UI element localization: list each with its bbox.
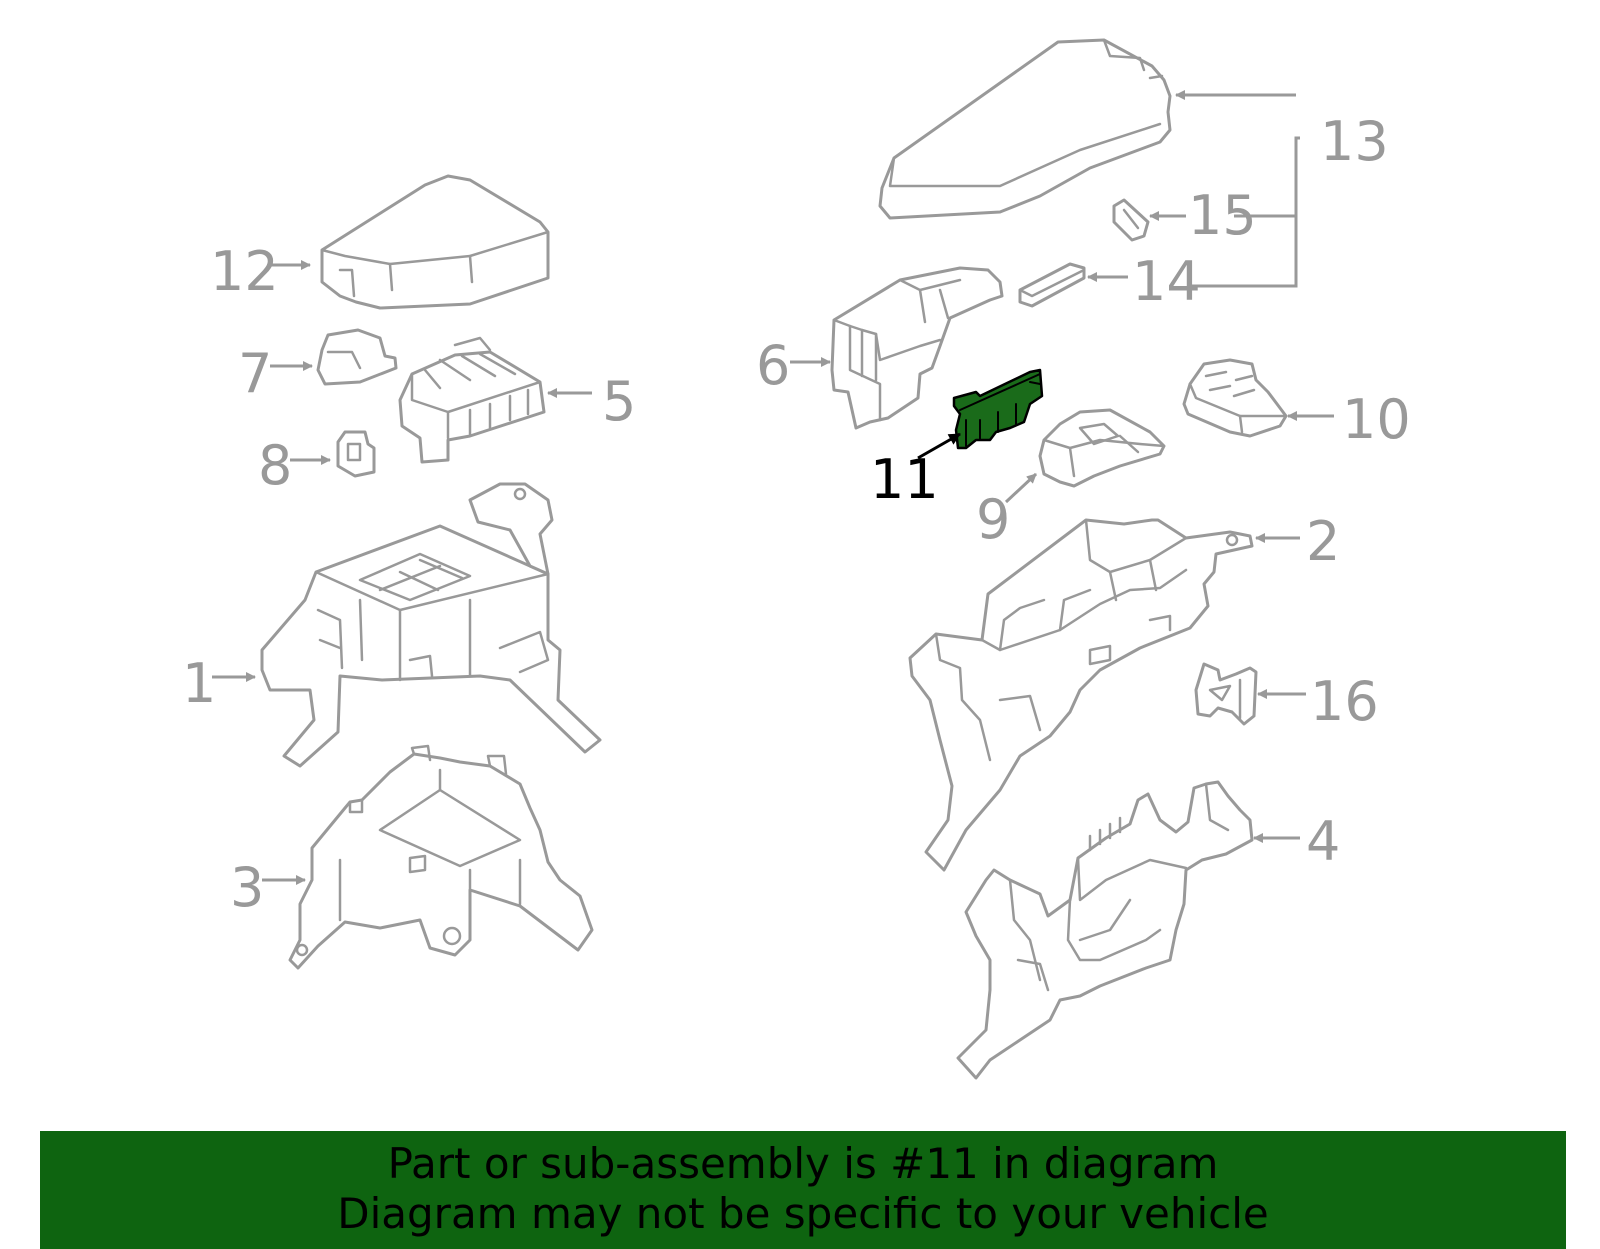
callout-9: 9 [976,472,1038,551]
callout-2-label: 2 [1306,510,1340,573]
callout-9-label: 9 [976,488,1010,551]
part-7-relay [316,328,398,386]
part-16-clip [1194,662,1258,726]
callout-8: 8 [258,434,331,497]
part-6-fusible-link [830,266,1004,430]
callout-15-label: 15 [1188,184,1257,247]
banner-line-1: Part or sub-assembly is #11 in diagram [387,1139,1219,1188]
callout-7: 7 [238,342,313,405]
callout-13: 13 [1175,90,1389,288]
callout-1-label: 1 [182,652,216,715]
callout-4: 4 [1253,810,1340,873]
part-5-relay-block [398,336,546,464]
banner-line-2: Diagram may not be specific to your vehi… [337,1189,1269,1238]
callout-5-label: 5 [602,370,636,433]
callout-6-label: 6 [756,334,790,397]
callout-12: 12 [210,240,311,303]
callout-14-label: 14 [1132,250,1201,313]
callout-2: 2 [1255,510,1340,573]
part-4-lower-bracket [956,780,1254,1080]
callout-4-label: 4 [1306,810,1340,873]
callout-5: 5 [547,370,636,433]
callout-10: 10 [1287,388,1411,451]
callout-10-label: 10 [1342,388,1411,451]
callout-6: 6 [756,334,831,397]
callout-11-label: 11 [870,448,939,511]
callout-8-label: 8 [258,434,292,497]
info-banner: Part or sub-assembly is #11 in diagram D… [40,1131,1566,1249]
callout-11: 11 [870,432,961,511]
part-11-highlighted [952,368,1044,450]
part-12-cover [320,174,550,310]
callout-7-label: 7 [238,342,272,405]
part-10-relay-block [1182,358,1288,438]
callout-1: 1 [182,652,256,715]
part-15-clip [1112,198,1150,242]
callout-12-label: 12 [210,240,279,303]
callout-13-label: 13 [1320,110,1389,173]
callout-14: 14 [1087,250,1201,313]
part-2-housing [908,518,1254,872]
part-14-fuse-strip [1018,262,1086,308]
part-3-lower-bracket [288,744,594,970]
callout-16-label: 16 [1310,670,1379,733]
part-1-junction-block [260,482,602,768]
part-13-main-cover [878,38,1172,220]
part-9-relay-block [1038,408,1166,488]
callout-15: 15 [1149,184,1257,247]
callout-3: 3 [230,856,306,919]
callout-16: 16 [1257,670,1379,733]
part-8-clip [336,430,376,478]
callout-3-label: 3 [230,856,264,919]
